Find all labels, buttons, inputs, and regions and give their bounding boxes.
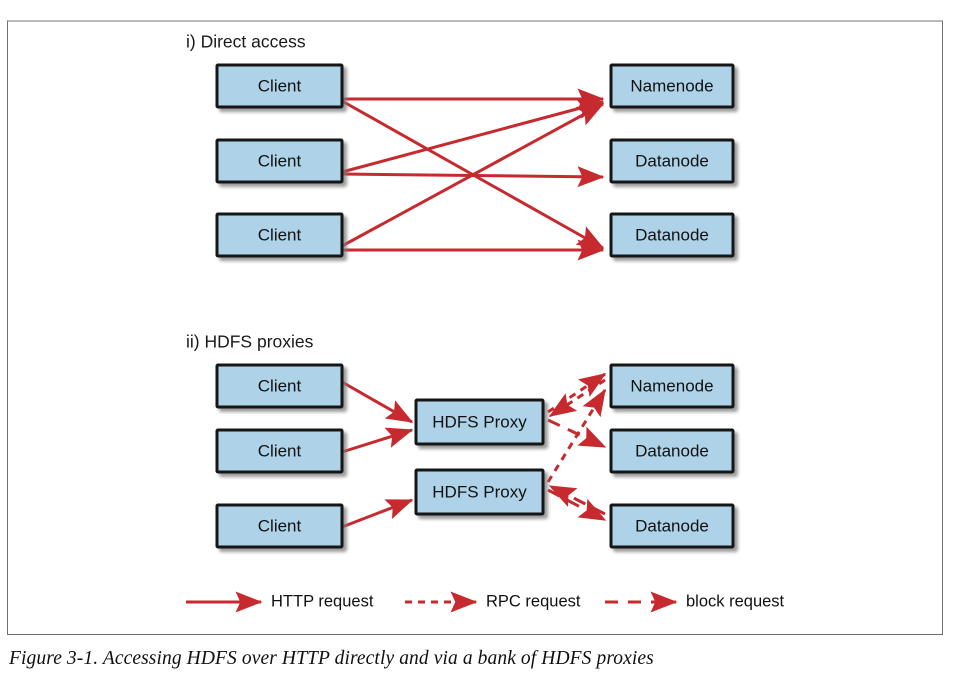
edge-client3-to-namenode <box>341 102 605 248</box>
legend-item-block-request: block request <box>605 591 785 613</box>
top-server-boxes: Namenode Datanode Datanode <box>609 63 735 258</box>
bottom-server-boxes: Namenode Datanode Datanode <box>609 363 735 549</box>
node-box-hdfs-proxy-2[interactable]: HDFS Proxy <box>414 468 545 516</box>
edge-proxy-client3-to-proxy2 <box>341 498 414 529</box>
legend: HTTP request RPC request block request <box>186 591 785 613</box>
node-box-label: Namenode <box>630 376 713 395</box>
box-shape <box>215 363 344 409</box>
node-box-datanode-1[interactable]: Datanode <box>609 138 735 184</box>
node-box-proxy-namenode[interactable]: Namenode <box>609 363 735 409</box>
node-box-label: HDFS Proxy <box>432 482 527 501</box>
hdfs-architecture-diagram: i) Direct access Client <box>186 32 785 613</box>
box-shape <box>609 138 735 184</box>
top-client-boxes: Client Client Client <box>215 63 344 258</box>
section-label-direct-access: i) Direct access <box>186 32 306 52</box>
box-shape <box>609 212 735 258</box>
bottom-edges-group <box>341 372 607 529</box>
box-shape <box>414 468 545 516</box>
node-box-label: HDFS Proxy <box>432 412 527 431</box>
node-box-client-2[interactable]: Client <box>215 138 344 184</box>
box-shape <box>609 503 735 549</box>
legend-label-http-request: HTTP request <box>271 592 374 610</box>
node-box-datanode-2[interactable]: Datanode <box>609 212 735 258</box>
edge-namenode-to-proxy1-return <box>548 378 606 418</box>
edge-proxy-client1-to-proxy1 <box>341 380 414 424</box>
edge-proxy-client2-to-proxy1 <box>341 427 414 454</box>
box-shape <box>414 398 545 446</box>
node-box-label: Datanode <box>635 441 709 460</box>
node-box-label: Namenode <box>630 76 713 95</box>
legend-label-rpc-request: RPC request <box>486 592 581 610</box>
node-box-proxy-datanode-1[interactable]: Datanode <box>609 428 735 474</box>
node-box-label: Datanode <box>635 151 709 170</box>
node-box-proxy-client-3[interactable]: Client <box>215 503 344 549</box>
node-box-label: Datanode <box>635 225 709 244</box>
figure-frame: i) Direct access Client <box>7 20 943 635</box>
bottom-client-boxes: Client Client Client <box>215 363 344 549</box>
node-box-label: Client <box>258 151 302 170</box>
box-shape <box>215 212 344 258</box>
edge-datanode2-to-proxy2-return <box>548 484 606 516</box>
legend-item-http-request: HTTP request <box>186 591 374 613</box>
node-box-label: Client <box>258 441 302 460</box>
edge-proxy1-to-namenode-rpc <box>547 372 607 414</box>
node-box-client-1[interactable]: Client <box>215 63 344 109</box>
node-box-label: Datanode <box>635 516 709 535</box>
legend-label-block-request: block request <box>686 592 785 610</box>
node-box-label: Client <box>258 516 302 535</box>
node-box-label: Client <box>258 76 302 95</box>
section-label-hdfs-proxies: ii) HDFS proxies <box>186 332 314 352</box>
legend-item-rpc-request: RPC request <box>405 591 581 613</box>
edge-proxy1-to-datanode1-block <box>547 418 607 449</box>
box-shape <box>215 63 344 109</box>
box-shape <box>215 428 344 474</box>
node-box-client-3[interactable]: Client <box>215 212 344 258</box>
proxy-boxes: HDFS Proxy HDFS Proxy <box>414 398 545 516</box>
node-box-proxy-client-2[interactable]: Client <box>215 428 344 474</box>
box-shape <box>609 428 735 474</box>
box-shape <box>215 138 344 184</box>
node-box-label: Client <box>258 376 302 395</box>
node-box-namenode[interactable]: Namenode <box>609 63 735 109</box>
figure-caption: Figure 3-1. Accessing HDFS over HTTP dir… <box>9 648 654 669</box>
node-box-proxy-client-1[interactable]: Client <box>215 363 344 409</box>
box-shape <box>215 503 344 549</box>
edge-proxy2-to-namenode-rpc <box>546 388 607 483</box>
node-box-label: Client <box>258 225 302 244</box>
top-edges-group <box>341 88 605 261</box>
node-box-proxy-datanode-2[interactable]: Datanode <box>609 503 735 549</box>
edge-proxy2-to-datanode2-block <box>547 488 607 522</box>
box-shape <box>609 63 735 109</box>
edge-client2-to-namenode <box>341 98 605 174</box>
node-box-hdfs-proxy-1[interactable]: HDFS Proxy <box>414 398 545 446</box>
box-shape <box>609 363 735 409</box>
